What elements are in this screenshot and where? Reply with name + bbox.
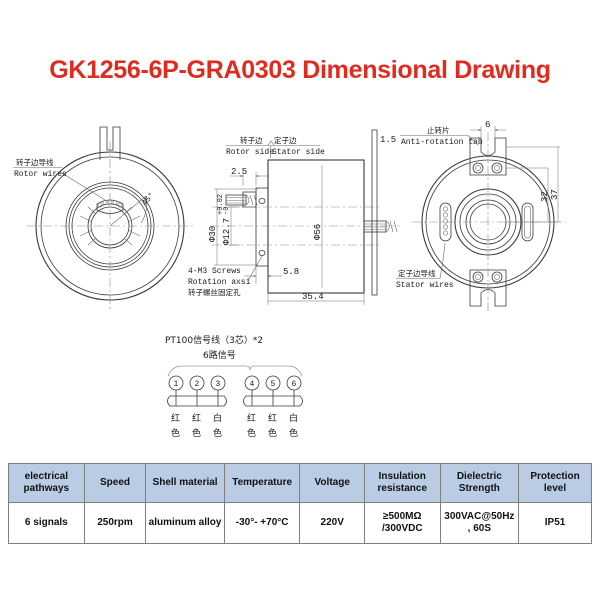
header-temperature: Temperature — [223, 463, 301, 503]
screws-label-en1: 4-M3 Screws — [188, 267, 241, 276]
wiring-cables — [167, 390, 303, 407]
stator-wires-label-en: Stator wires — [396, 281, 454, 290]
anti-rotation-tab-bottom — [469, 269, 507, 307]
dim-1-5: 1.5 — [380, 135, 396, 145]
value-voltage: 220V — [299, 502, 365, 544]
right-rear-view: 1.5 — [371, 120, 566, 312]
header-speed: Speed — [83, 463, 147, 503]
wiring-heading-1: PT100信号线（3芯）*2 — [165, 334, 263, 346]
value-temperature: -30°- +70°C — [223, 502, 301, 544]
screws-label-cn: 转子螺丝固定孔 — [188, 287, 241, 297]
wiring-pins: 1 2 3 4 5 6 — [168, 375, 302, 391]
wire-color-5-line2: 色 — [268, 427, 277, 439]
value-protection-level: IP51 — [518, 502, 592, 544]
value-insulation-resistance: ≥500MΩ /300VDC — [363, 502, 441, 544]
value-dielectric-strength: 300VAC@50Hz , 60S — [439, 502, 520, 544]
header-voltage: Voltage — [299, 463, 365, 503]
dim-phi-12-7-tol-lower: -0 — [223, 207, 231, 215]
wire-color-1-line2: 色 — [171, 427, 180, 439]
screws-label-en2: Rotation axsi — [188, 278, 251, 287]
pin-label-2: 2 — [195, 380, 200, 389]
page-title: GK1256-6P-GRA0303 Dimensional Drawing — [49, 56, 551, 84]
wire-color-4-line2: 色 — [247, 427, 256, 439]
pin-label-3: 3 — [216, 380, 221, 389]
wiring-color-labels: 红 红 白 红 红 白 色 色 色 色 色 色 — [171, 412, 298, 439]
dim-32: 32 — [540, 191, 550, 202]
stator-wire-stub — [363, 220, 398, 233]
wire-color-2-line2: 色 — [192, 427, 201, 439]
wire-color-6-line2: 色 — [289, 427, 298, 439]
header-dielectric-strength: Dielectric Strength — [439, 463, 520, 503]
rotor-wires-label-en: Rotor wires — [14, 170, 67, 179]
middle-section-view: 转子边 定子边 Rotor side Stator side — [188, 135, 400, 305]
dim-35-4: 35.4 — [302, 292, 324, 302]
angle-45-label: 45° — [140, 191, 156, 208]
rotor-side-label-en: Rotor side — [226, 148, 274, 157]
wire-color-4-line1: 红 — [247, 412, 256, 424]
wire-color-1-line1: 红 — [171, 412, 180, 424]
wiring-diagram: PT100信号线（3芯）*2 6路信号 1 2 3 4 5 6 — [165, 334, 303, 439]
wire-color-3-line1: 白 — [213, 412, 222, 424]
stator-side-label-cn: 定子边 — [274, 135, 297, 145]
spec-table-value-row: 6 signals 250rpm aluminum alloy -30°- +7… — [8, 502, 592, 544]
dim-phi-12-7-tol-upper: +0.02 — [217, 194, 225, 215]
pin-label-5: 5 — [271, 380, 276, 389]
rotor-side-label-cn: 转子边 — [240, 135, 263, 145]
pin-label-1: 1 — [174, 380, 179, 389]
dim-2-5: 2.5 — [231, 167, 247, 177]
header-protection-level: Protection level — [518, 463, 592, 503]
value-electrical-pathways: 6 signals — [8, 502, 85, 544]
value-speed: 250rpm — [83, 502, 147, 544]
wiring-heading-2: 6路信号 — [203, 349, 236, 361]
rotor-wire-stub — [225, 194, 258, 206]
dim-phi-12-7: Φ12.7 — [222, 218, 232, 245]
header-shell-material: Shell material — [145, 463, 225, 503]
value-shell-material: aluminum alloy — [145, 502, 225, 544]
spec-table-header-row: electrical pathways Speed Shell material… — [8, 463, 592, 503]
dim-phi-30: Φ30 — [208, 226, 218, 242]
wire-color-6-line1: 白 — [289, 412, 298, 424]
header-insulation-resistance: Insulation resistance — [363, 463, 441, 503]
dim-5-8: 5.8 — [283, 267, 299, 277]
anti-rotation-label-en: Anti-rotation tab — [401, 138, 483, 147]
anti-rotation-tab-top — [469, 137, 507, 176]
anti-rotation-label-cn: 止转片 — [427, 125, 450, 135]
stator-wires-label-cn: 定子边导线 — [398, 268, 436, 278]
dim-37: 37 — [550, 189, 560, 200]
dim-6: 6 — [485, 120, 490, 130]
left-front-view: 45° 转子边导线 Rotor wires — [13, 126, 196, 312]
dim-phi-56: Φ56 — [313, 224, 323, 240]
header-electrical-pathways: electrical pathways — [8, 463, 85, 503]
stator-side-label-en: Stator side — [272, 148, 325, 157]
rotor-wires-label-cn: 转子边导线 — [16, 157, 54, 167]
wire-color-2-line1: 红 — [192, 412, 201, 424]
spec-table: electrical pathways Speed Shell material… — [8, 463, 592, 544]
pin-label-4: 4 — [250, 380, 255, 389]
pin-label-6: 6 — [292, 380, 297, 389]
wire-color-3-line2: 色 — [213, 427, 222, 439]
wire-color-5-line1: 红 — [268, 412, 277, 424]
